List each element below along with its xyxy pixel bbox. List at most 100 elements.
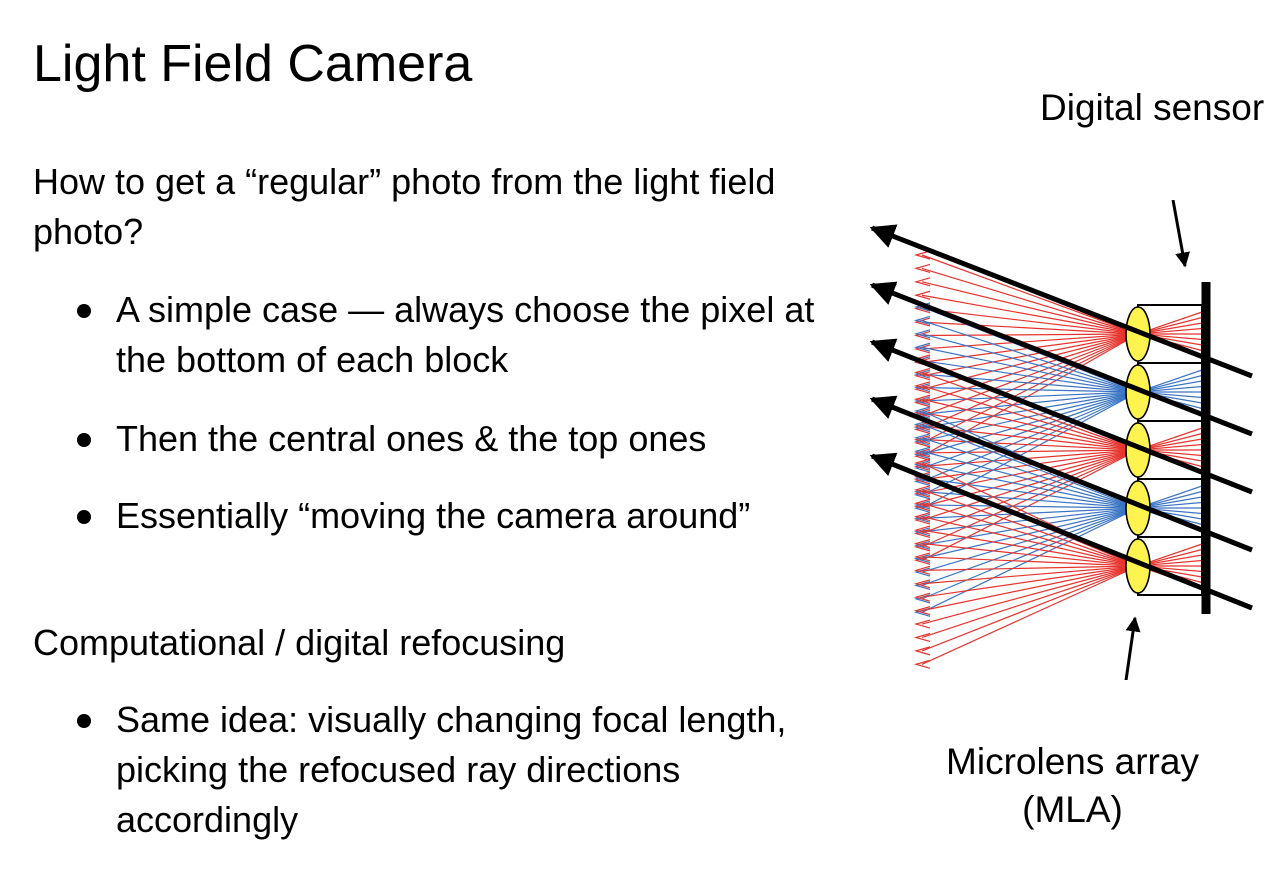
fan-ray: [921, 267, 1139, 335]
fan-ray-arrowhead: [913, 381, 931, 391]
ray-fans: [913, 250, 1203, 669]
fan-ray-arrowhead: [913, 580, 931, 591]
fan-ray: [921, 449, 1139, 467]
fan-ray: [921, 254, 1139, 335]
fan-ray: [921, 321, 1139, 335]
chief-ray-arrow: [869, 224, 1253, 379]
fan-ray: [921, 333, 1139, 350]
fan-ray-arrowhead: [913, 396, 931, 406]
fan-ray: [921, 319, 1139, 393]
chief-rays: [869, 224, 1253, 611]
fan-ray: [921, 333, 1139, 431]
fan-ray-arrowhead: [913, 565, 931, 575]
fan-ray-arrowhead: [913, 500, 931, 510]
fan-ray-arrowhead: [913, 406, 931, 416]
fan-ray-arrowhead: [913, 317, 931, 327]
fan-ray: [921, 437, 1139, 509]
fan-ray-arrowhead: [913, 344, 931, 354]
light-field-diagram: [869, 200, 1253, 680]
fan-ray-arrowhead: [913, 554, 931, 564]
fan-ray: [921, 449, 1139, 561]
chief-ray-arrow: [869, 338, 1253, 495]
fan-ray: [921, 449, 1139, 508]
bullet-item-2: Then the central ones & the top ones: [77, 414, 847, 464]
mla-pointer-arrow: [1124, 616, 1141, 680]
fan-ray-arrowhead: [913, 408, 931, 418]
chief-ray-arrow: [869, 281, 1253, 437]
fan-ray: [921, 507, 1139, 519]
fan-ray-arrowhead: [913, 382, 931, 393]
bullet-item-1: A simple case — always choose the pixel …: [77, 285, 837, 385]
fan-ray: [921, 391, 1139, 429]
fan-ray: [921, 556, 1139, 567]
fan-ray-arrowhead: [913, 369, 931, 379]
fan-ray-arrowhead: [913, 263, 931, 273]
fan-ray: [921, 565, 1139, 625]
fan-ray: [921, 333, 1139, 393]
fan-ray: [921, 333, 1139, 337]
fan-ray: [921, 477, 1139, 509]
fan-ray: [921, 308, 1139, 335]
bullet-text: Then the central ones & the top ones: [116, 418, 707, 459]
fan-ray-arrowhead: [913, 394, 931, 404]
subheading-text: Computational / digital refocusing: [33, 622, 566, 663]
fan-ray: [921, 391, 1139, 402]
fan-ray-arrowhead: [913, 606, 931, 616]
fan-ray: [921, 565, 1139, 665]
fan-ray: [921, 542, 1139, 567]
fan-ray-arrowhead: [913, 434, 931, 445]
bullet-text: A simple case — always choose the pixel …: [116, 289, 815, 380]
fan-ray-arrowhead: [913, 342, 931, 352]
fan-ray: [921, 565, 1139, 612]
fan-ray-arrowhead: [913, 458, 931, 468]
fan-ray-arrowhead: [913, 367, 931, 377]
fan-ray-arrowhead: [913, 460, 931, 470]
fan-ray: [921, 502, 1139, 567]
fan-ray: [921, 449, 1139, 494]
fan-ray: [921, 423, 1139, 509]
fan-ray: [921, 398, 1139, 451]
fan-ray: [921, 333, 1139, 417]
fan-ray: [921, 449, 1139, 454]
fan-ray-arrowhead: [913, 646, 931, 656]
fan-ray: [921, 507, 1139, 587]
fan-ray: [921, 333, 1139, 444]
fan-ray: [921, 565, 1139, 585]
bullet-item-3: Essentially “moving the camera around”: [77, 491, 777, 541]
fan-ray: [921, 360, 1139, 393]
fan-ray: [921, 449, 1139, 521]
fan-ray-arrowhead: [913, 659, 931, 669]
fan-ray: [921, 490, 1139, 509]
fan-ray-arrowhead: [913, 552, 931, 562]
fan-ray-arrowhead: [913, 446, 931, 456]
fan-ray: [921, 438, 1139, 451]
fan-ray: [921, 516, 1139, 567]
chief-ray-arrow: [869, 452, 1253, 611]
fan-ray-arrowhead: [913, 433, 931, 443]
fan-ray: [921, 507, 1139, 600]
fan-ray: [921, 565, 1139, 639]
fan-ray-arrowhead: [913, 448, 931, 458]
bullet-dot: [77, 714, 91, 728]
fan-ray-arrowhead: [913, 421, 931, 431]
bullet-dot: [77, 433, 91, 447]
fan-ray: [921, 449, 1139, 535]
fan-ray-arrowhead: [913, 632, 931, 643]
fan-ray: [921, 412, 1139, 451]
fan-ray: [921, 565, 1139, 652]
fan-ray-arrowhead: [913, 513, 931, 523]
fan-ray: [921, 391, 1139, 496]
fan-ray: [921, 565, 1139, 571]
fan-ray-arrowhead: [913, 486, 931, 497]
sub-bullet-item-1: Same idea: visually changing focal lengt…: [77, 695, 797, 845]
fan-ray-arrowhead: [913, 525, 931, 535]
fan-ray: [921, 294, 1139, 335]
fan-ray-arrowhead: [913, 315, 931, 325]
fan-ray: [921, 507, 1139, 546]
fan-ray-arrowhead: [913, 592, 931, 602]
mla-label: Microlens array (MLA): [946, 741, 1199, 830]
fan-ray: [921, 386, 1139, 393]
bullet-dot: [77, 510, 91, 524]
fan-ray-arrowhead: [913, 538, 931, 549]
fan-ray: [921, 565, 1139, 598]
